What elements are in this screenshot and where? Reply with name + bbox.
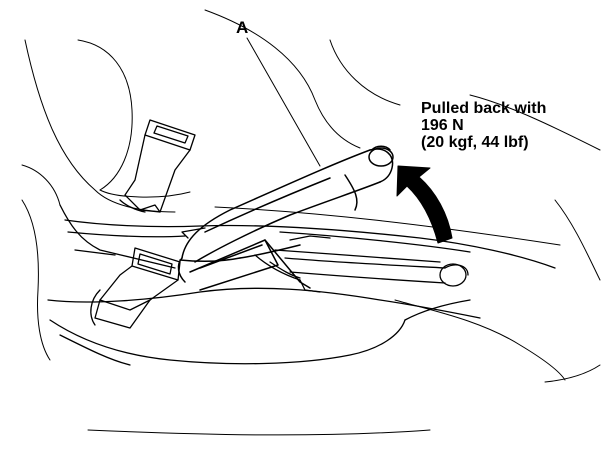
background-outline [21, 9, 601, 436]
seat-belt-buckle-lower [94, 247, 181, 329]
annotation-line-1: Pulled back with [421, 100, 547, 117]
annotation-line-2: 196 N [421, 117, 464, 134]
pull-direction-arrow [396, 165, 453, 244]
center-console [47, 204, 556, 366]
callout-label-a: A [236, 18, 249, 37]
callout-leader-line [246, 37, 321, 167]
parking-brake-lever [177, 145, 394, 291]
rear-lever [254, 249, 469, 293]
annotation-line-3: (20 kgf, 44 lbf) [421, 134, 529, 151]
seat-belt-buckle-upper [119, 119, 196, 213]
pull-force-annotation: Pulled back with 196 N (20 kgf, 44 lbf) [421, 100, 546, 151]
